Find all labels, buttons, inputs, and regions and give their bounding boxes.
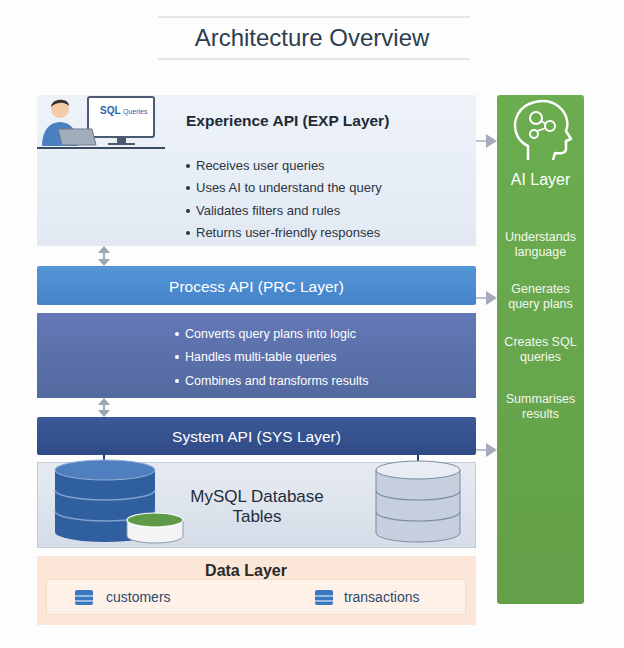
arrow-head bbox=[98, 398, 110, 405]
connector-line bbox=[103, 405, 105, 410]
node-label: MySQL Database Tables bbox=[182, 487, 332, 527]
ai-gear bbox=[530, 130, 538, 138]
db-band bbox=[55, 511, 155, 521]
ai-gear bbox=[530, 112, 542, 124]
person-body bbox=[42, 122, 78, 146]
bullet-dot bbox=[175, 379, 179, 383]
system-band: System API (SYS Layer) bbox=[37, 417, 476, 455]
connector-line bbox=[476, 140, 486, 142]
arrow-head bbox=[98, 259, 110, 266]
arrow-head bbox=[98, 410, 110, 417]
person-hair bbox=[51, 100, 69, 107]
node-label: Experience API (EXP Layer) bbox=[186, 112, 466, 130]
bullet-dot bbox=[186, 164, 190, 168]
arrow-connector bbox=[476, 134, 497, 148]
node-label: transactions bbox=[344, 588, 464, 606]
db-link bbox=[417, 455, 419, 468]
arrow-head bbox=[486, 134, 497, 148]
node-label: Creates SQL queries bbox=[501, 335, 580, 365]
monitor bbox=[88, 97, 154, 137]
person-head bbox=[51, 100, 69, 118]
arrow-connector bbox=[476, 291, 497, 305]
db-top bbox=[55, 460, 155, 480]
table-icon bbox=[315, 590, 333, 605]
node-label: Process API (PRC Layer) bbox=[37, 278, 476, 296]
bullet-text: Combines and transforms results bbox=[185, 373, 465, 389]
desk-line bbox=[37, 147, 165, 149]
bullet-dot bbox=[175, 355, 179, 359]
ai-link bbox=[537, 128, 546, 131]
table-icon-line bbox=[315, 596, 333, 597]
bullet-dot bbox=[175, 332, 179, 336]
db-top bbox=[376, 461, 460, 479]
bullet-dot bbox=[186, 186, 190, 190]
bullet-text: Receives user queries bbox=[196, 158, 466, 174]
data-layer: Data Layer customers transactions bbox=[37, 556, 476, 625]
bullet-text: Returns user-friendly responses bbox=[196, 225, 466, 241]
db-cylinder bbox=[376, 470, 460, 542]
bullet-text: Validates filters and rules bbox=[196, 203, 466, 219]
connector-line bbox=[476, 449, 486, 451]
node-label: System API (SYS Layer) bbox=[37, 428, 476, 446]
title-rule bbox=[158, 16, 470, 17]
table-icon bbox=[75, 590, 93, 605]
node-label: Generates query plans bbox=[501, 282, 580, 312]
bullet-text: Handles multi-table queries bbox=[185, 349, 465, 365]
node-label: Understands language bbox=[501, 230, 580, 260]
table-icon-line bbox=[75, 601, 93, 602]
title-rule bbox=[158, 58, 470, 59]
arrow-head bbox=[486, 291, 497, 305]
database-box: MySQL Database Tables bbox=[37, 462, 476, 548]
connector-line bbox=[103, 253, 105, 259]
db-band bbox=[376, 512, 460, 521]
db-band bbox=[376, 491, 460, 500]
db-band bbox=[55, 490, 155, 500]
table-icon-line bbox=[75, 596, 93, 597]
diagram-title: Architecture Overview bbox=[0, 24, 624, 52]
db-disc bbox=[127, 520, 183, 543]
ai-link bbox=[541, 121, 546, 124]
table-strip: customers transactions bbox=[46, 579, 466, 615]
bullet-dot bbox=[186, 209, 190, 213]
bullet-text: Converts query plans into logic bbox=[185, 326, 465, 342]
ai-head-icon bbox=[515, 101, 571, 160]
process-box: Converts query plans into logicHandles m… bbox=[37, 313, 476, 398]
db-cylinder bbox=[55, 470, 155, 542]
node-label: AI Layer bbox=[501, 170, 580, 190]
ai-gear bbox=[545, 121, 555, 131]
arrow-head bbox=[486, 443, 497, 457]
process-band: Process API (PRC Layer) bbox=[37, 266, 476, 305]
bullet-dot bbox=[186, 231, 190, 235]
bullet-text: Uses AI to understand the query bbox=[196, 180, 466, 196]
node-label: Data Layer bbox=[146, 562, 346, 580]
monitor-base bbox=[108, 143, 135, 145]
arrow-head bbox=[98, 246, 110, 253]
monitor-stand bbox=[117, 137, 126, 143]
db-link bbox=[103, 455, 105, 468]
node-label: customers bbox=[106, 588, 256, 606]
connector-line bbox=[476, 297, 486, 299]
double-arrow bbox=[98, 398, 110, 417]
laptop bbox=[58, 129, 96, 145]
double-arrow bbox=[98, 246, 110, 266]
ai-layer: AI LayerUnderstands languageGenerates qu… bbox=[497, 95, 584, 604]
experience-layer: Experience API (EXP Layer) Receives user … bbox=[37, 95, 476, 246]
arrow-connector bbox=[476, 443, 497, 457]
node-label: Summarises results bbox=[501, 392, 580, 422]
db-disc-top bbox=[127, 513, 183, 527]
table-icon-line bbox=[315, 601, 333, 602]
